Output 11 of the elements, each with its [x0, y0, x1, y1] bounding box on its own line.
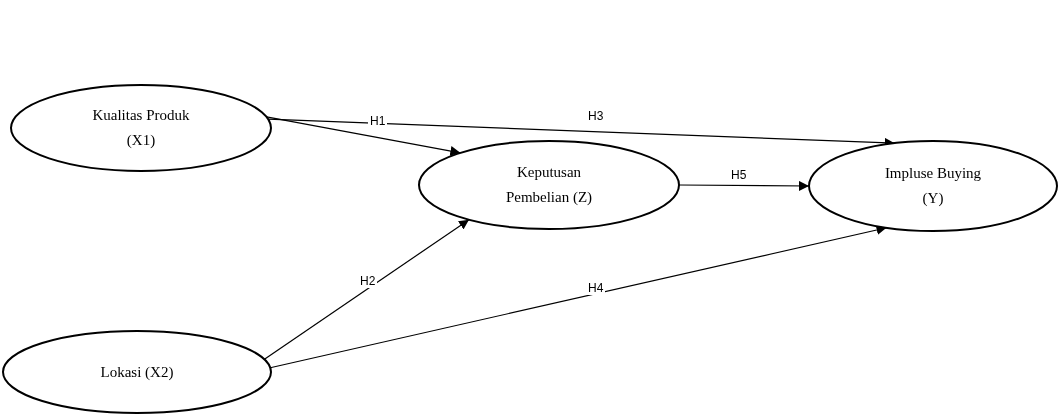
edge-label: H3: [586, 109, 606, 123]
construct-label: Lokasi (X2): [100, 362, 174, 382]
construct-label: Keputusan Pembelian (Z): [504, 163, 594, 207]
construct-label: Kualitas Produk (X1): [91, 106, 191, 150]
construct-label: Impluse Buying (Y): [883, 164, 983, 208]
arrow: [263, 219, 470, 360]
edge-label: H1: [368, 114, 388, 128]
edge-label: H5: [729, 168, 749, 182]
edge-label: H2: [358, 274, 378, 288]
edge-label: H4: [586, 281, 606, 295]
arrow: [265, 116, 461, 156]
